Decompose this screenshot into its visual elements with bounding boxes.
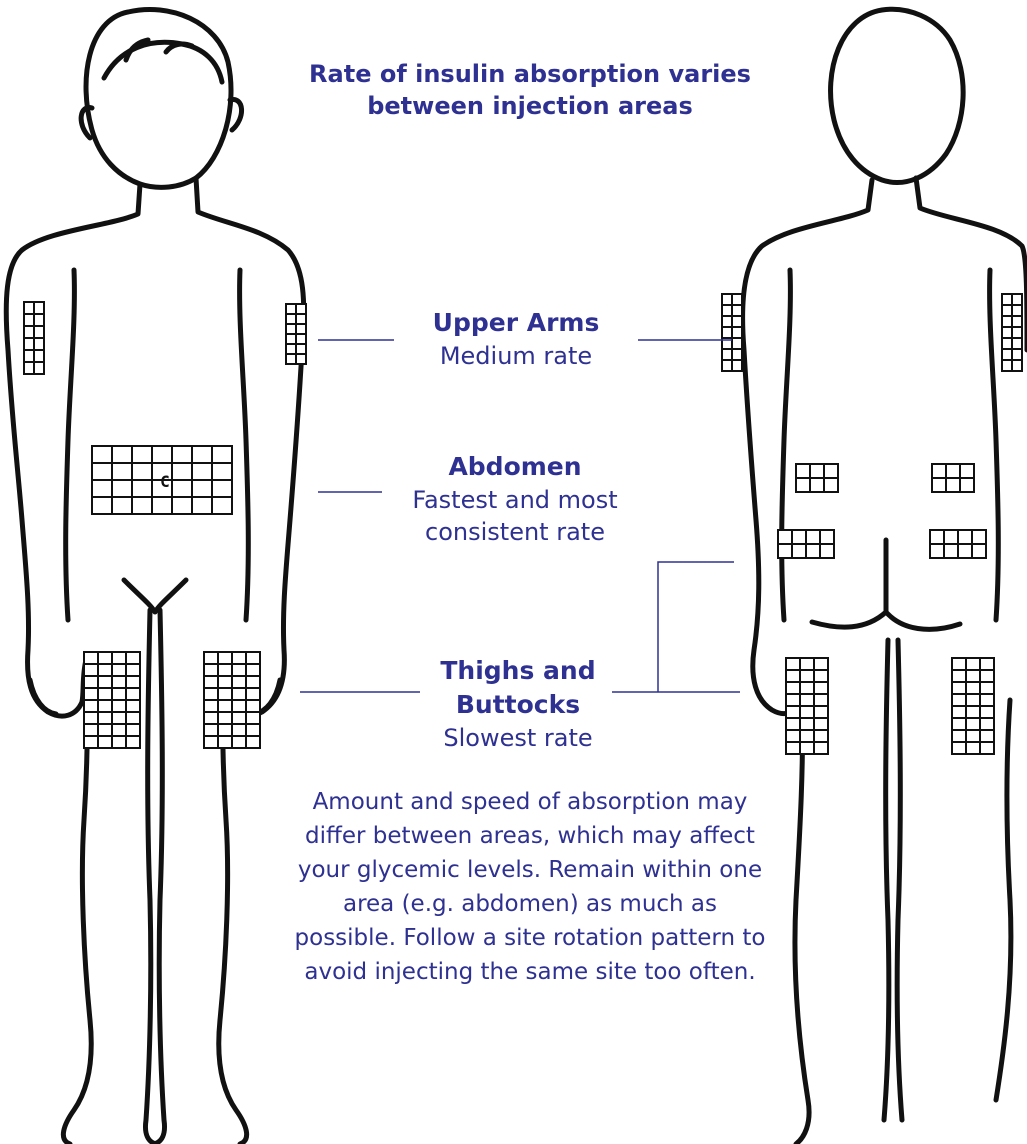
- back-left-lower-buttock-grid: [778, 530, 834, 558]
- front-body-figure: [6, 9, 304, 1144]
- area-name: Abdomen: [370, 450, 660, 484]
- back-body-figure: [743, 9, 1027, 1144]
- back-left-upper-buttock-grid: [796, 464, 838, 492]
- diagram-title: Rate of insulin absorption varies betwee…: [260, 58, 800, 122]
- area-rate: Fastest and most consistent rate: [390, 484, 640, 548]
- front-left-arm-grid: [24, 302, 44, 374]
- back-right-upper-buttock-grid: [932, 464, 974, 492]
- back-right-thigh-grid: [952, 658, 994, 754]
- back-left-thigh-grid: [786, 658, 828, 754]
- area-name: Thighs and Buttocks: [423, 654, 613, 722]
- back-right-lower-buttock-grid: [930, 530, 986, 558]
- area-abdomen: Abdomen Fastest and most consistent rate: [370, 450, 660, 548]
- absorption-note: Amount and speed of absorption may diffe…: [290, 785, 770, 989]
- area-thighs-buttocks: Thighs and Buttocks Slowest rate: [400, 654, 636, 754]
- area-upper-arms: Upper Arms Medium rate: [396, 306, 636, 372]
- back-left-arm-grid: [722, 294, 742, 371]
- back-right-arm-grid: [1002, 294, 1022, 371]
- front-left-thigh-grid: [84, 652, 140, 748]
- area-rate: Slowest rate: [400, 722, 636, 754]
- abdomen-center-label: C: [160, 472, 170, 491]
- buttock-connector: [658, 562, 734, 692]
- front-right-thigh-grid: [204, 652, 260, 748]
- front-right-arm-grid: [286, 304, 306, 364]
- area-name: Upper Arms: [396, 306, 636, 340]
- area-rate: Medium rate: [396, 340, 636, 372]
